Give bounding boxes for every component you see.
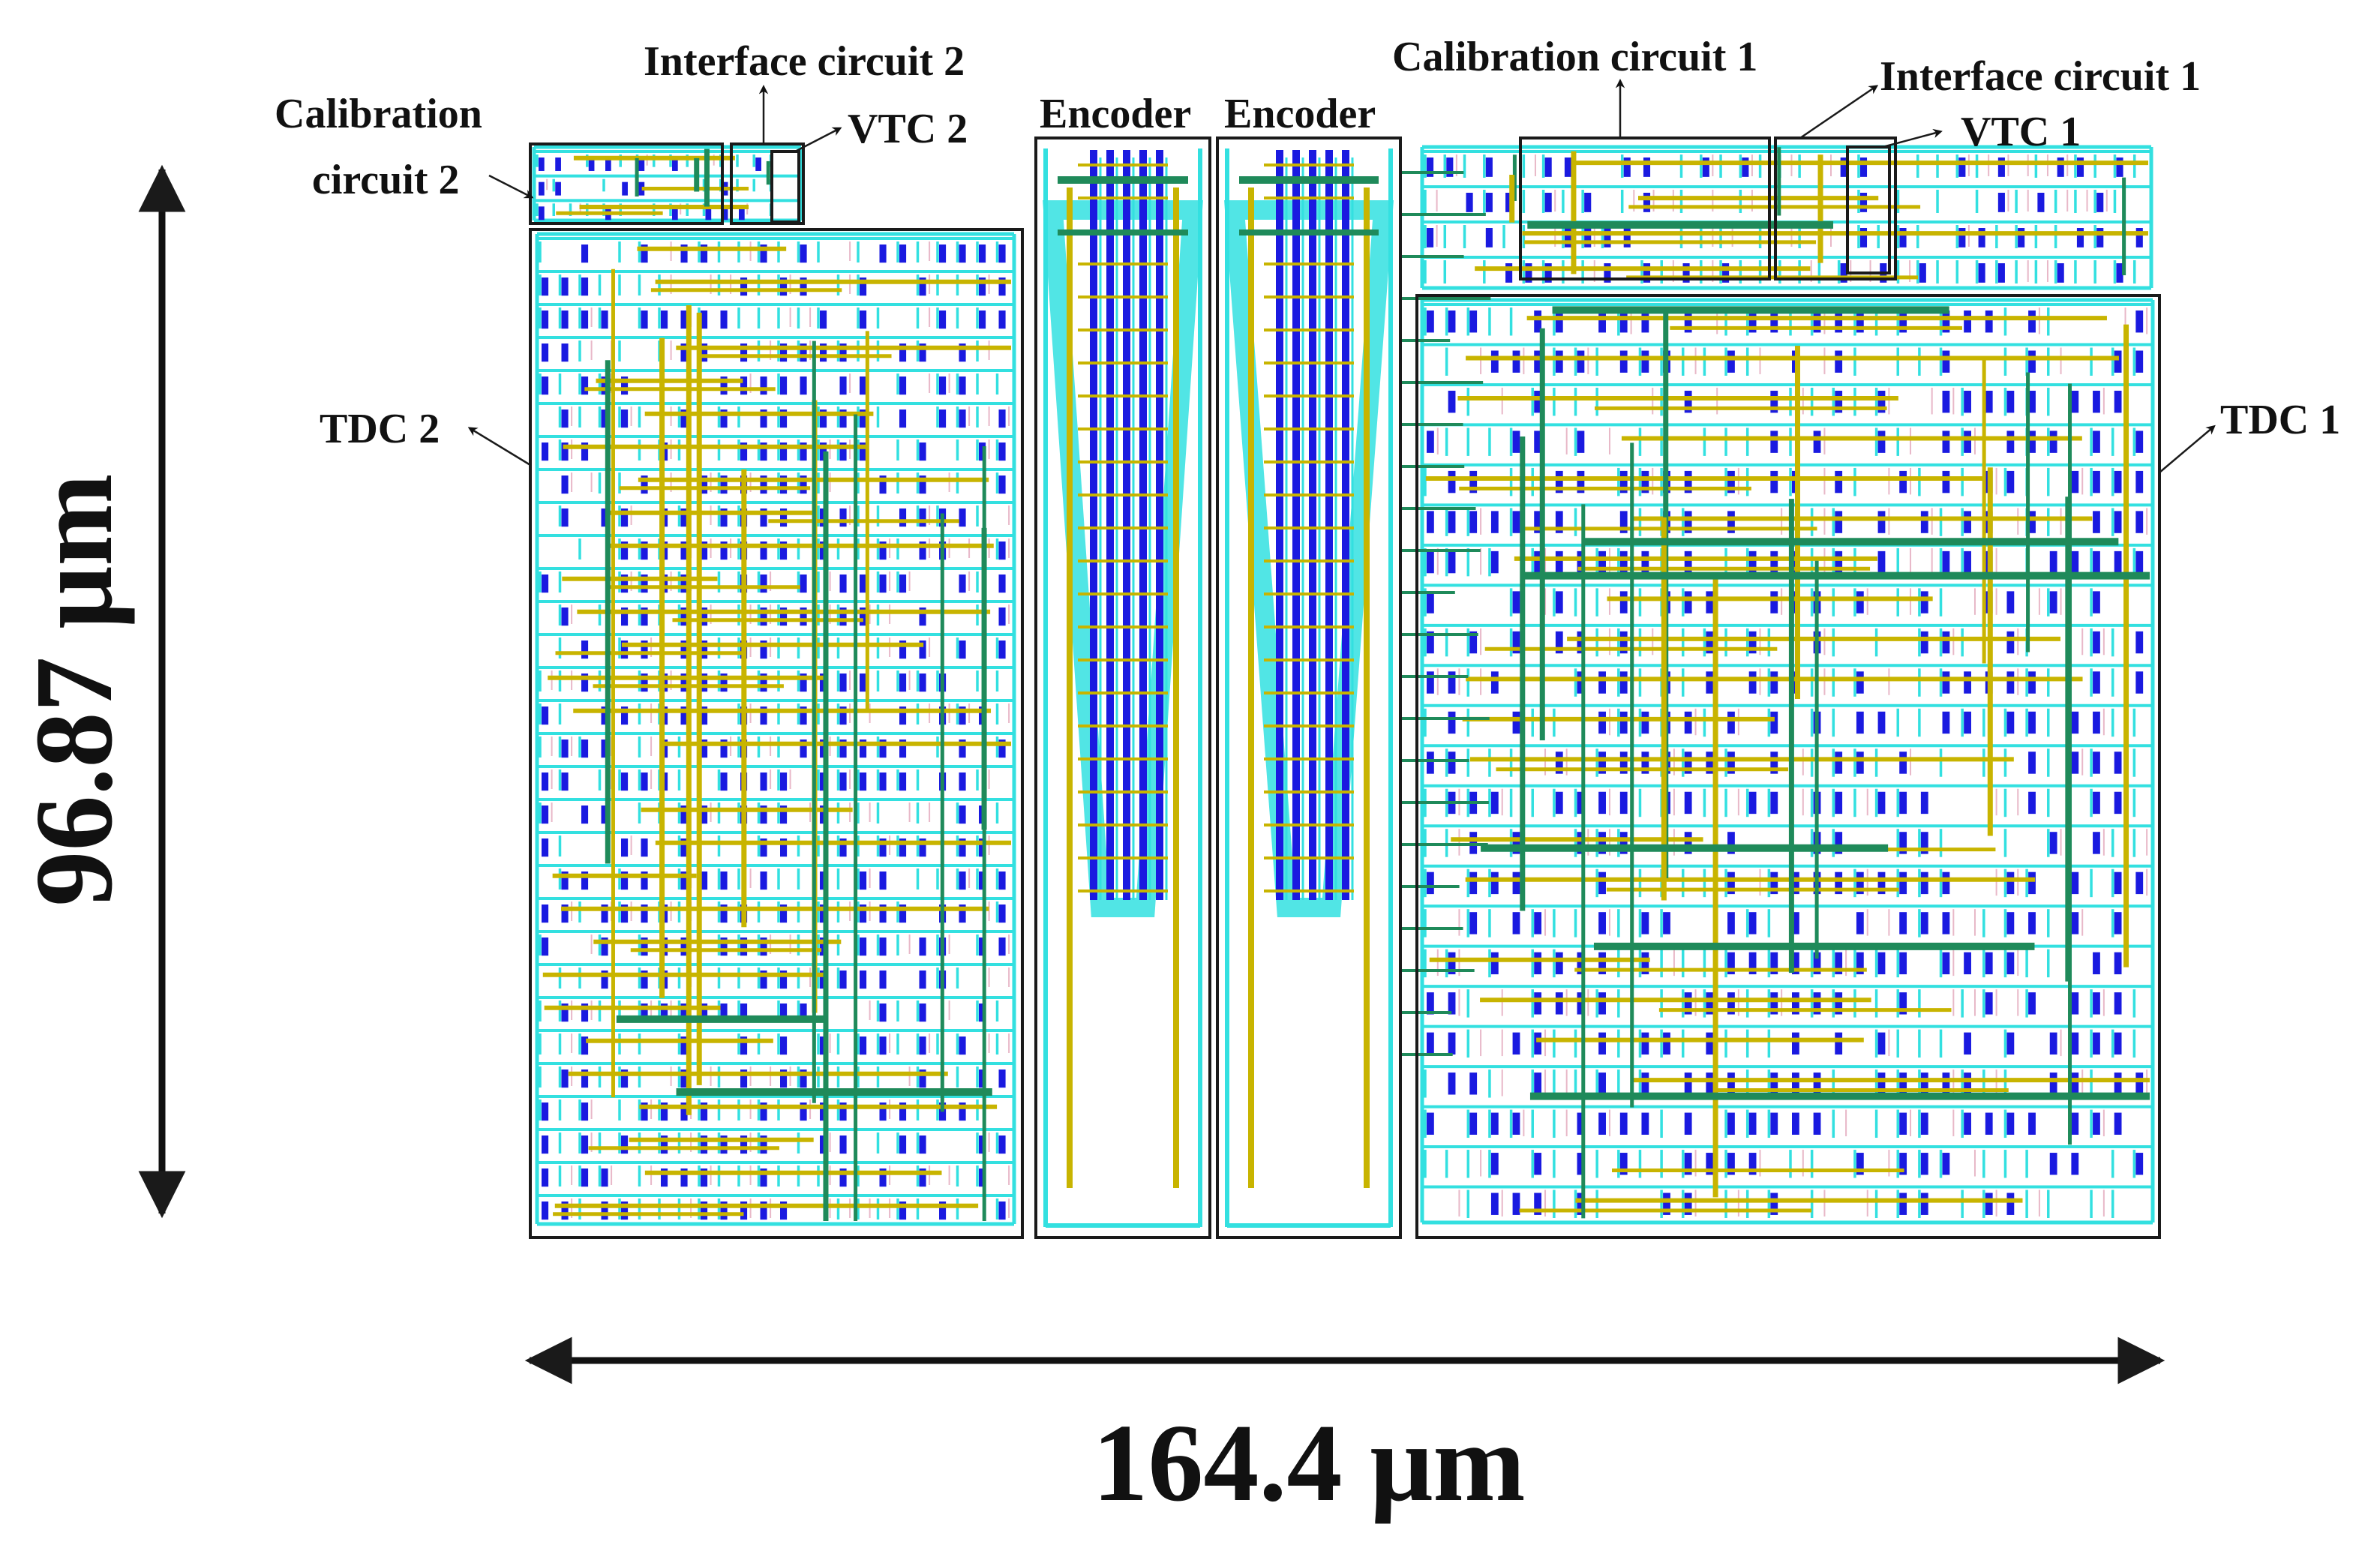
layout-circuitry (532, 145, 2155, 1228)
label-calibration-2-line1: Calibration (275, 91, 482, 137)
encoder-left-box (1034, 136, 1211, 1239)
vtc-1-box (1846, 146, 1891, 274)
label-calibration-2-line2: circuit 2 (312, 157, 459, 203)
tdc-2-box (529, 228, 1024, 1239)
label-encoder-left: Encoder (1040, 91, 1191, 137)
calibration-circuit-1-box (1519, 136, 1771, 280)
height-dimension-label: 96.87 μm (13, 473, 136, 906)
label-interface-circuit-2: Interface circuit 2 (644, 38, 965, 85)
interface-circuit-1-box (1774, 136, 1897, 280)
width-dimension-label: 164.4 μm (1092, 1402, 1525, 1525)
label-interface-circuit-1: Interface circuit 1 (1880, 53, 2201, 100)
label-vtc-2: VTC 2 (848, 106, 968, 152)
encoder-right-box (1216, 136, 1402, 1239)
label-calibration-circuit-1: Calibration circuit 1 (1392, 34, 1757, 80)
label-tdc-1: TDC 1 (2220, 397, 2340, 443)
vtc-2-box (770, 150, 800, 224)
label-vtc-1: VTC 1 (1961, 109, 2081, 155)
label-encoder-right: Encoder (1224, 91, 1376, 137)
label-tdc-2: TDC 2 (320, 406, 440, 452)
calibration-circuit-2-box (529, 142, 724, 225)
dimension-markers: 96.87 μm 164.4 μm (13, 164, 2165, 1525)
callout-leaders (467, 79, 2216, 473)
block-labels: Calibration circuit 2 Interface circuit … (275, 34, 2340, 452)
block-outlines (529, 136, 2161, 1239)
interface-circuit-2-box (730, 142, 805, 225)
tdc-1-box (1415, 294, 2161, 1239)
